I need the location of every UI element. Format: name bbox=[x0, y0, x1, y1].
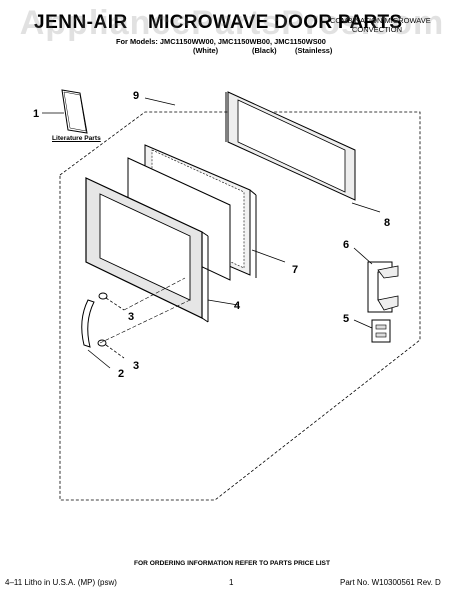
callout-2: 2 bbox=[118, 368, 124, 380]
part-number: Part No. W10300561 Rev. D bbox=[340, 578, 441, 587]
leader-6 bbox=[353, 247, 373, 265]
leader-4 bbox=[207, 299, 239, 306]
page-number: 1 bbox=[229, 578, 234, 587]
assembly-boundary bbox=[59, 111, 421, 501]
page-header: JENN-AIR MICROWAVE DOOR PARTS COMBINATIO… bbox=[0, 6, 464, 55]
callout-7: 7 bbox=[292, 264, 298, 276]
callout-5: 5 bbox=[343, 313, 349, 325]
callout-8: 8 bbox=[384, 217, 390, 229]
screw-top-icon bbox=[98, 292, 108, 300]
models-line: For Models: JMC1150WW00, JMC1150WB00, JM… bbox=[116, 37, 326, 46]
leader-3-top bbox=[105, 297, 125, 311]
callout-9: 9 bbox=[133, 90, 139, 102]
model-black-label: (Black) bbox=[252, 46, 277, 55]
callout-3-top: 3 bbox=[128, 311, 134, 323]
subtitle-line-1: COMBINATION MICROWAVE bbox=[330, 16, 431, 25]
literature-parts-label: Literature Parts bbox=[52, 135, 101, 142]
door-handle-icon bbox=[81, 299, 95, 348]
brand-name: JENN-AIR bbox=[34, 12, 128, 33]
leader-8 bbox=[351, 202, 381, 213]
screw-axis-bottom bbox=[99, 299, 191, 344]
leader-5 bbox=[353, 319, 373, 329]
litho-info: 4–11 Litho in U.S.A. (MP) (psw) bbox=[5, 578, 117, 587]
leader-7 bbox=[251, 249, 286, 263]
door-latch-icon bbox=[367, 261, 399, 343]
page-title: MICROWAVE DOOR PARTS bbox=[148, 12, 403, 33]
leader-2 bbox=[87, 349, 111, 369]
leader-3-bottom bbox=[105, 344, 125, 359]
ordering-note: FOR ORDERING INFORMATION REFER TO PARTS … bbox=[134, 560, 330, 567]
callout-1: 1 bbox=[33, 108, 39, 120]
literature-booklet-icon bbox=[61, 89, 88, 134]
leader-9 bbox=[144, 97, 176, 106]
model-white-label: (White) bbox=[193, 46, 219, 55]
screw-axis-top bbox=[123, 277, 186, 311]
callout-6: 6 bbox=[343, 239, 349, 251]
screw-bottom-icon bbox=[97, 339, 107, 347]
callout-3-bottom: 3 bbox=[133, 360, 139, 372]
rear-door-frame-icon bbox=[225, 91, 356, 201]
subtitle-line-2: CONVECTION bbox=[352, 25, 403, 34]
model-stainless-label: (Stainless) bbox=[295, 46, 333, 55]
callout-4: 4 bbox=[234, 300, 241, 312]
